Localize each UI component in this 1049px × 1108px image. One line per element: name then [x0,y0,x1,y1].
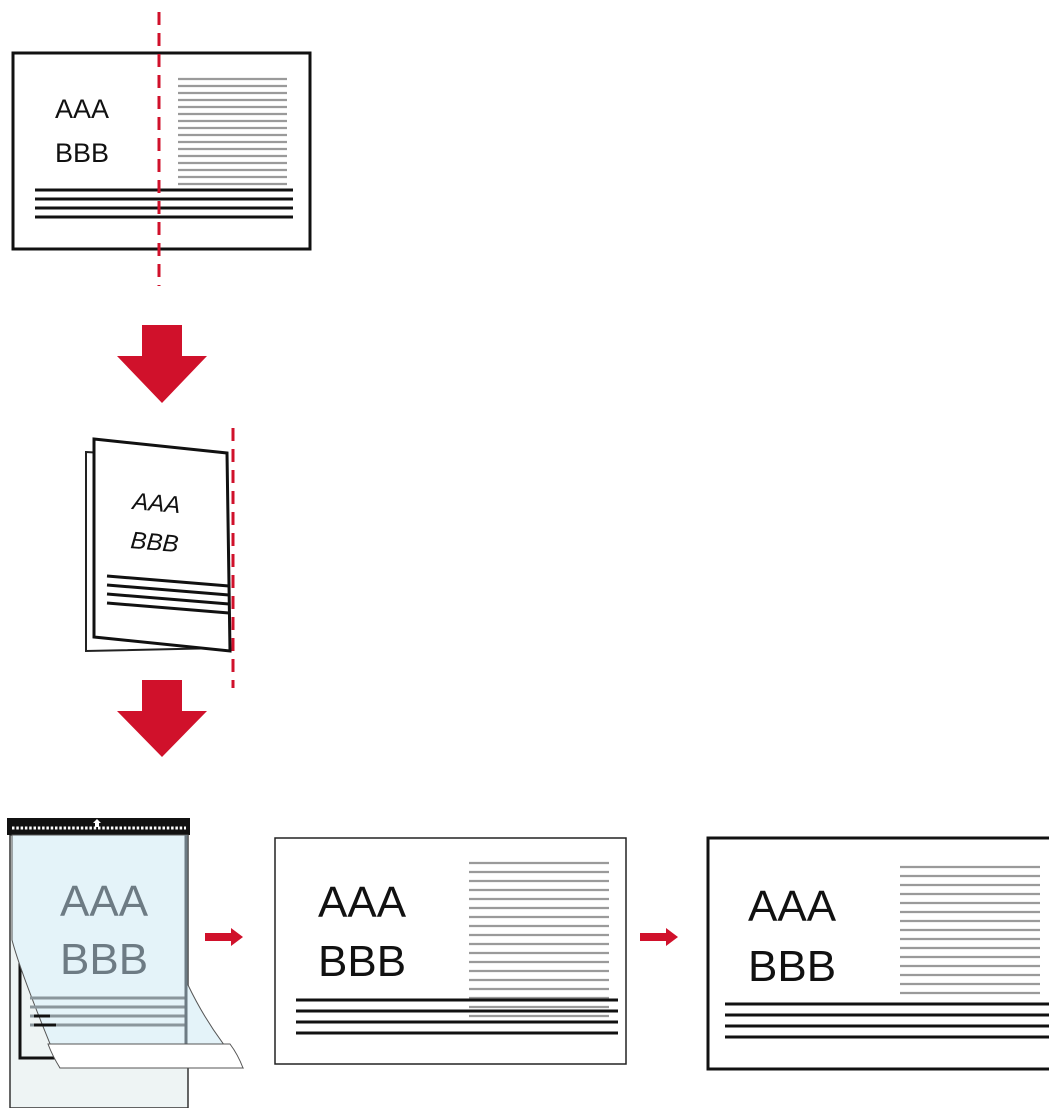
sheet-curl [47,1043,244,1069]
scanned-text-line2: BBB [318,937,406,986]
doc-text-line2: BBB [55,138,109,168]
carrier-text-line2: BBB [60,935,148,984]
down-arrow-icon [117,325,207,403]
output-text-line2: BBB [748,942,836,991]
output-black-lines [725,1002,1049,1039]
step1-open-document: AAA BBB [11,12,312,286]
output-gray-lines [900,865,1040,995]
step4-scanned-image: AAA BBB [274,837,627,1065]
folded-text-line1: AAA [129,488,181,519]
up-arrow-icon [93,819,101,827]
carrier-black-lines [34,1014,56,1027]
step5-output-image: AAA BBB [706,836,1049,1071]
folded-text-line2: BBB [129,527,179,558]
scanned-page-outline [274,837,627,1065]
folded-black-lines [106,574,230,615]
front-page-outline [92,437,232,653]
output-text-line1: AAA [748,882,837,931]
carrier-faded-lines [30,996,186,1027]
right-arrow-icon [640,928,678,946]
step3-carrier-sheet: AAA BBB [7,818,245,1108]
carrier-text-line1: AAA [60,877,149,926]
scanned-black-lines [296,998,618,1035]
scanned-gray-lines [469,861,609,1018]
black-text-lines [35,188,293,219]
doc-text-line1: AAA [55,94,109,124]
gray-text-block [178,77,287,186]
right-arrow-icon [205,928,243,946]
scanned-text-line1: AAA [318,878,407,927]
down-arrow-icon [117,680,207,757]
step2-folded-document: AAA BBB [85,428,235,688]
